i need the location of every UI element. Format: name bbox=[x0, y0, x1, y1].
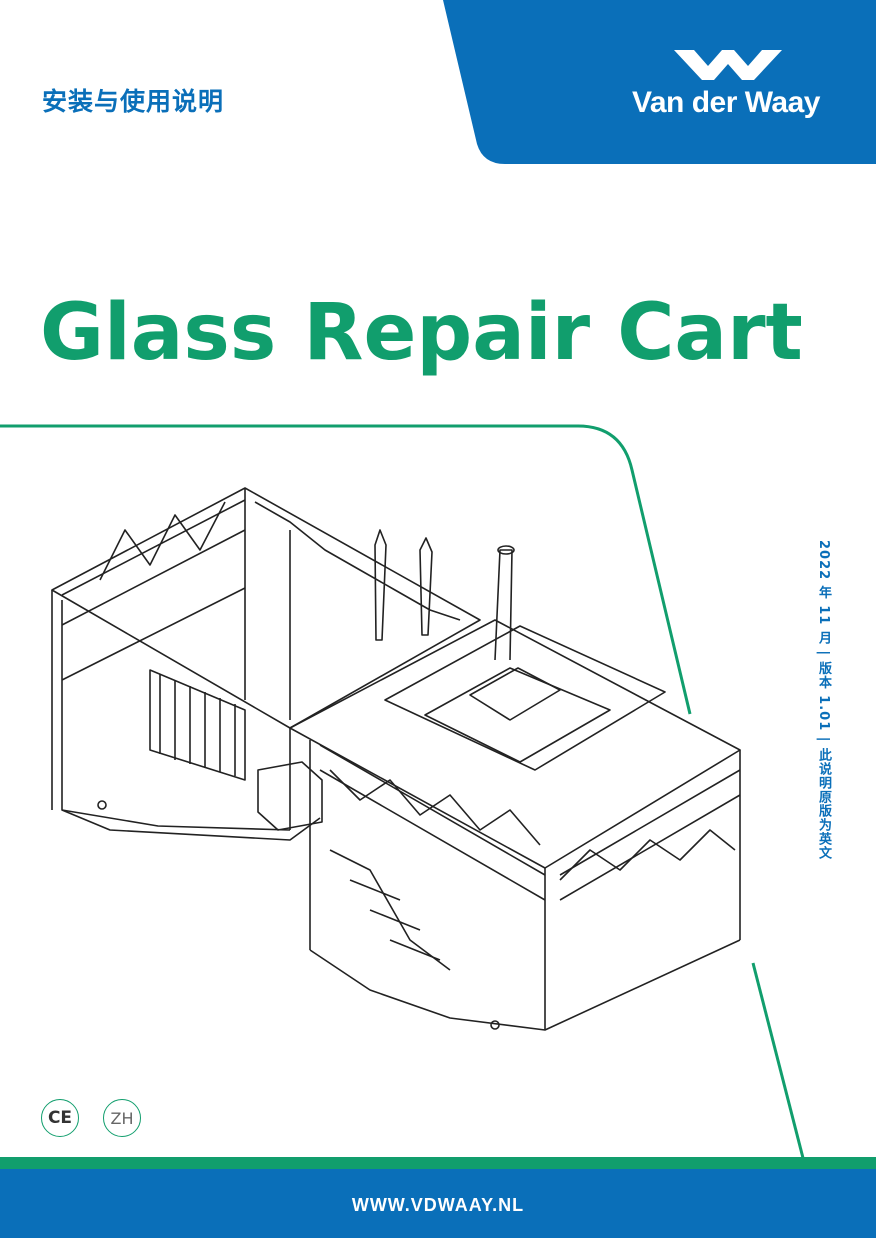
page-title: Glass Repair Cart bbox=[40, 288, 803, 378]
header-band bbox=[443, 0, 876, 164]
footer-website-link[interactable]: WWW.VDWAAY.NL bbox=[351, 1195, 525, 1215]
cart-illustration-icon bbox=[51, 487, 741, 1031]
ce-mark-icon: CE bbox=[41, 1099, 79, 1137]
footer-band bbox=[0, 1169, 876, 1238]
edition-note: 2022 年 11 月 | 版本 1.01 | 此说明原版为英文 bbox=[816, 540, 831, 861]
brand-name: Van der Waay bbox=[632, 86, 820, 119]
logo-icon bbox=[674, 50, 782, 80]
language-code-badge: ZH bbox=[103, 1099, 141, 1137]
frame-line bbox=[0, 424, 805, 1159]
document-subtitle: 安装与使用说明 bbox=[42, 87, 225, 116]
footer-accent-strip bbox=[0, 1157, 876, 1169]
